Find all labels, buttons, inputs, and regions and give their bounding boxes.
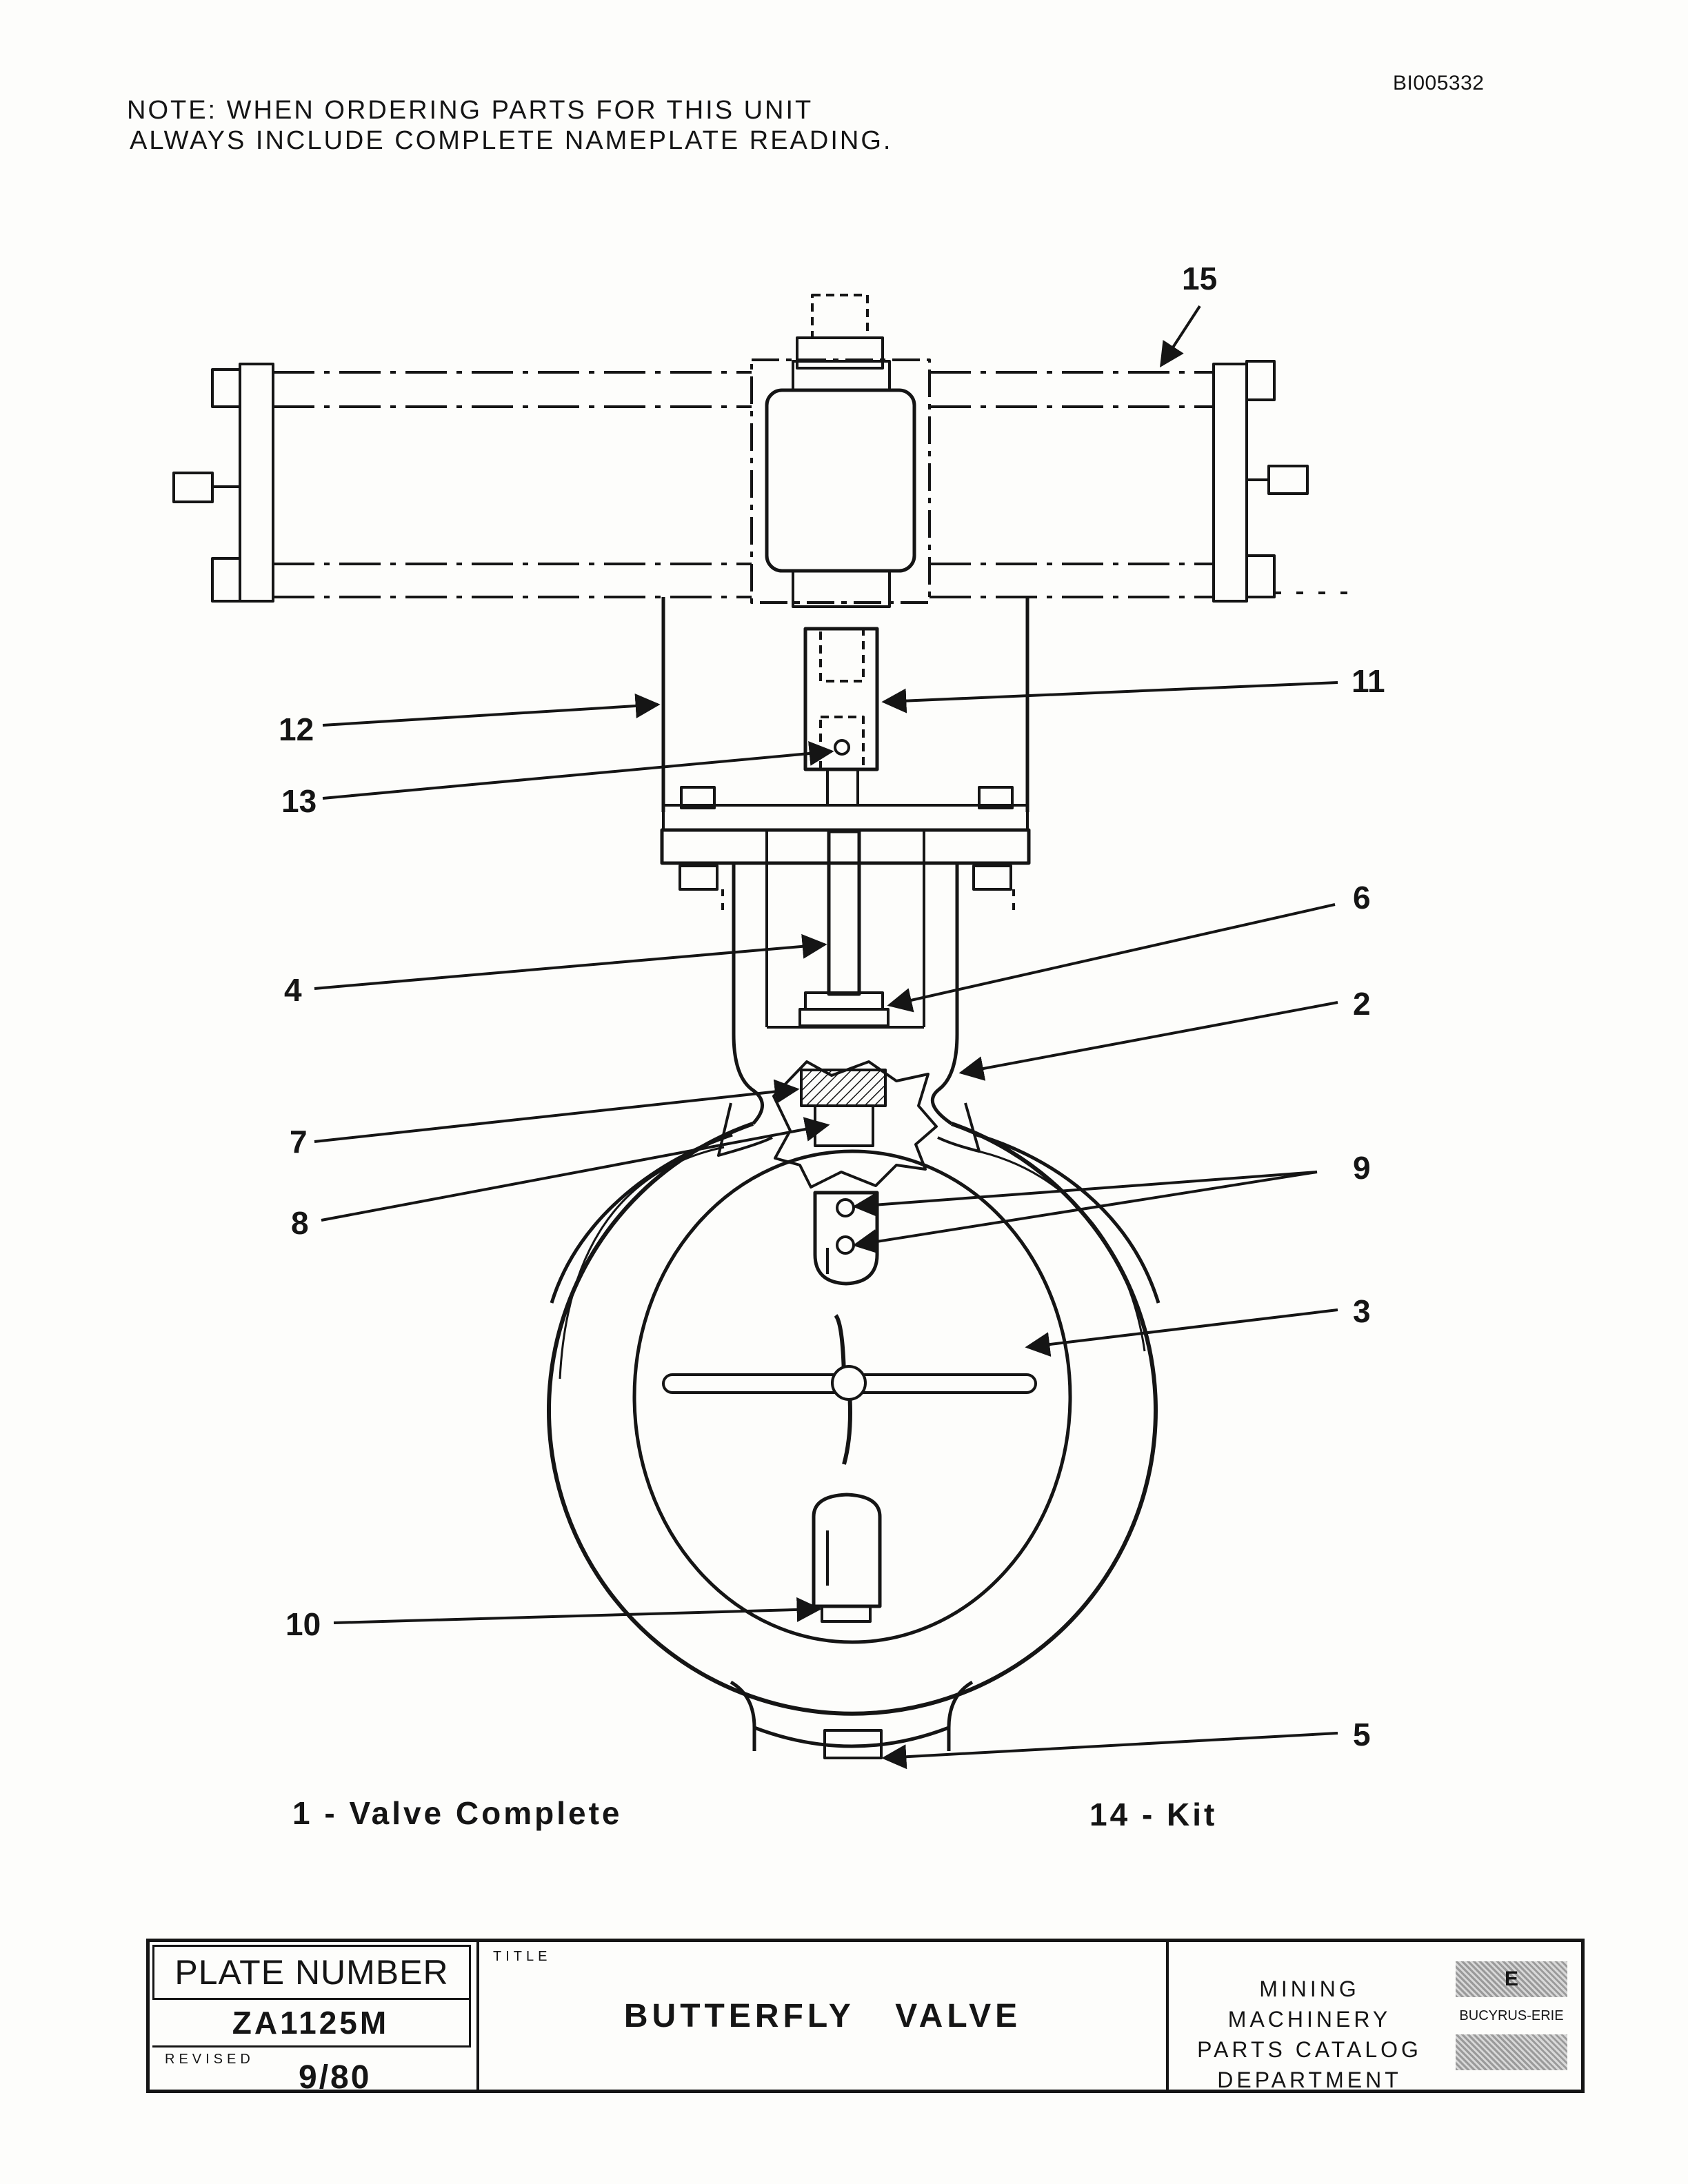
leader-12: [322, 694, 661, 727]
dept-line-1: MINING MACHINERY: [1227, 1976, 1391, 2032]
leader-3: [1025, 1308, 1338, 1357]
callout-3: 3: [1353, 1293, 1371, 1329]
department-name: MINING MACHINERY PARTS CATALOG DEPARTMEN…: [1174, 1974, 1445, 2095]
callout-10: 10: [285, 1606, 321, 1642]
leader-13: [322, 741, 834, 800]
callout-11: 11: [1352, 663, 1385, 699]
lower-disc-hub: [812, 1493, 882, 1623]
valve-disc: [662, 1314, 1037, 1465]
leader-2: [958, 1001, 1338, 1081]
mounting-bracket: [661, 597, 1029, 831]
leader-4: [314, 933, 827, 990]
upper-bushing: [772, 1060, 938, 1189]
plate-number-label: PLATE NUMBER: [152, 1945, 471, 2000]
logo-name: BUCYRUS-ERIE: [1459, 2008, 1564, 2023]
callout-15: 15: [1182, 261, 1217, 296]
valve-shaft: [798, 829, 890, 1027]
plate-number-value: ZA1125M: [152, 2000, 471, 2048]
document-id: BI005332: [1393, 72, 1485, 94]
dept-line-3: DEPARTMENT: [1217, 2067, 1402, 2092]
logo-mark-top: E: [1456, 1961, 1567, 1997]
ordering-note: NOTE: WHEN ORDERING PARTS FOR THIS UNIT …: [127, 95, 892, 156]
revised-label: REVISED: [165, 2052, 254, 2067]
revised-cell: REVISED 9/80: [150, 2048, 476, 2096]
title-block: PLATE NUMBER ZA1125M REVISED 9/80 TITLE …: [146, 1939, 1585, 2096]
leader-9b: [852, 1171, 1318, 1254]
leader-6: [887, 903, 1336, 1013]
callout-12: 12: [279, 711, 314, 747]
leader-5: [881, 1732, 1338, 1770]
logo-mark: E: [1504, 1968, 1518, 1990]
leader-9a: [852, 1171, 1318, 1217]
callout-5: 5: [1353, 1717, 1371, 1752]
leader-15: [1160, 305, 1201, 368]
callout-4: 4: [284, 972, 302, 1008]
callout-8: 8: [291, 1205, 309, 1241]
callout-7: 7: [290, 1124, 308, 1160]
note-line-1: NOTE: WHEN ORDERING PARTS FOR THIS UNIT: [127, 96, 814, 125]
callout-2: 2: [1353, 986, 1371, 1022]
actuator-cylinder: [172, 294, 1352, 608]
dept-line-2: PARTS CATALOG: [1197, 2037, 1422, 2062]
valve-body: [547, 1102, 1160, 1759]
upper-disc-hub: [813, 1191, 879, 1286]
title-label: TITLE: [493, 1949, 552, 1964]
callout-13: 13: [281, 783, 316, 819]
leader-10: [333, 1597, 822, 1624]
revised-value: 9/80: [299, 2059, 372, 2096]
caption-kit: 14 - Kit: [1089, 1797, 1217, 1832]
title-cell: TITLE BUTTERFLY VALVE: [479, 1942, 1169, 2090]
bucyrus-erie-logo: E BUCYRUS-ERIE: [1453, 1961, 1570, 2070]
department-cell: MINING MACHINERY PARTS CATALOG DEPARTMEN…: [1169, 1942, 1581, 2092]
leader-7: [314, 1079, 800, 1143]
caption-valve-complete: 1 - Valve Complete: [292, 1795, 623, 1831]
logo-mark-bottom: [1456, 2034, 1567, 2070]
drawing-title: BUTTERFLY VALVE: [623, 1998, 1022, 2034]
coupling: [803, 627, 879, 805]
note-line-2: ALWAYS INCLUDE COMPLETE NAMEPLATE READIN…: [130, 126, 893, 155]
leader-11: [881, 681, 1338, 714]
callout-6: 6: [1353, 880, 1371, 916]
leader-8: [321, 1117, 830, 1222]
plate-number-cell: PLATE NUMBER ZA1125M REVISED 9/80: [150, 1942, 479, 2096]
callout-9: 9: [1353, 1150, 1371, 1186]
